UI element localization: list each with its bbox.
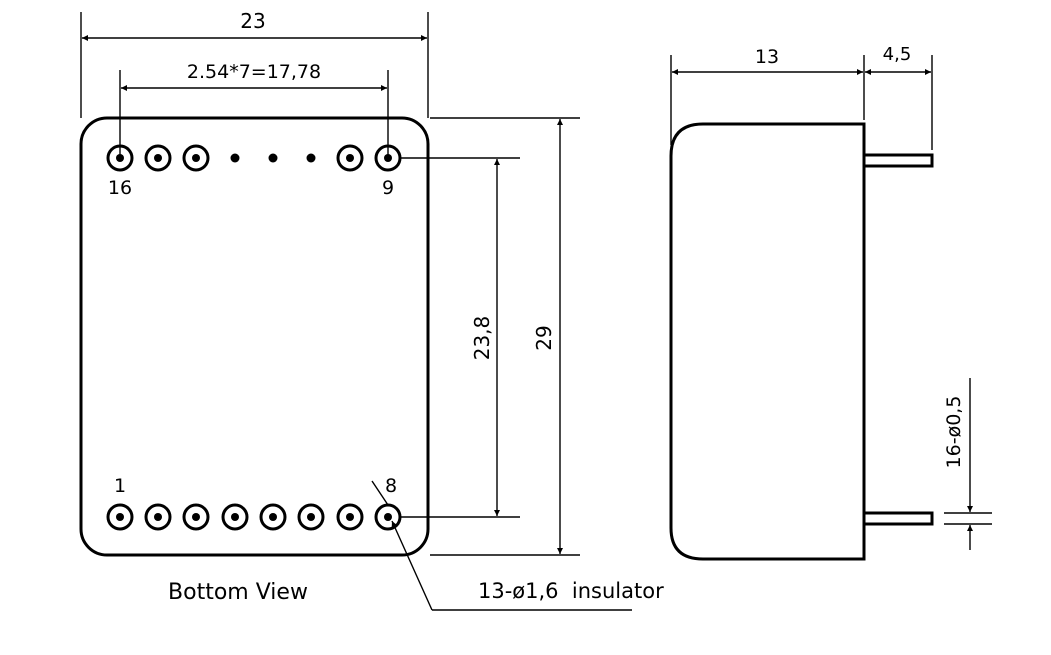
- pin-label-8: 8: [385, 475, 397, 497]
- top-pin-row: [106, 144, 402, 172]
- dim-height-label: 29: [532, 325, 556, 350]
- pin-10: [336, 144, 364, 172]
- dim-body-label: 13: [755, 46, 779, 68]
- pin-5: [259, 503, 287, 531]
- pin-1: [106, 503, 134, 531]
- pin-2: [144, 503, 172, 531]
- pin-16: [106, 144, 134, 172]
- pin-label-1: 1: [114, 475, 126, 497]
- dim-row-spacing-label: 23,8: [470, 316, 494, 361]
- insulator-note: 13-ø1,6 insulator: [478, 579, 664, 603]
- empty-pin-position: [268, 153, 278, 163]
- bottom-pin-row: [106, 503, 402, 531]
- bottom-view-body: [79, 116, 430, 557]
- pin-3: [182, 503, 210, 531]
- dim-pin-diameter-label: 16-ø0,5: [943, 396, 965, 469]
- pin-14: [182, 144, 210, 172]
- insulator-leader: [391, 520, 433, 611]
- dim-pin-length-label: 4,5: [883, 44, 912, 65]
- side-pin-bottom: [865, 511, 934, 526]
- pin-label-9: 9: [382, 177, 394, 199]
- pin-6: [297, 503, 325, 531]
- dim-pitch-label: 2.54*7=17,78: [187, 61, 321, 83]
- side-pin-top: [865, 153, 934, 168]
- side-view-body: [669, 122, 866, 561]
- pin-7: [336, 503, 364, 531]
- bottom-view: 23 2.54*7=17,78 16 9: [79, 9, 664, 611]
- insulator-tick: [371, 480, 389, 506]
- pin-8: [374, 503, 402, 531]
- empty-pin-position: [230, 153, 240, 163]
- pin-4: [221, 503, 249, 531]
- pin-15: [144, 144, 172, 172]
- bottom-view-caption: Bottom View: [168, 580, 308, 605]
- dim-width-label: 23: [240, 9, 265, 33]
- side-view: 13 4,5 16-ø0,5: [669, 44, 992, 561]
- pin-label-16: 16: [108, 177, 132, 199]
- empty-pin-position: [306, 153, 316, 163]
